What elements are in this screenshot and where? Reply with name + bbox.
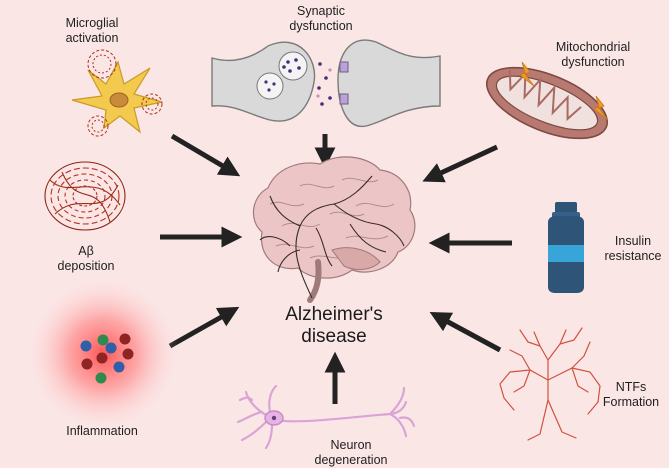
label-abeta-deposition: Aβ deposition [46, 244, 126, 274]
arrow-microglial [170, 133, 241, 177]
label-line: Formation [602, 395, 660, 409]
label-line: Mitochondrial [555, 40, 631, 54]
label-line: activation [65, 31, 119, 45]
label-line: resistance [604, 249, 662, 263]
arrow-ntfs [429, 312, 502, 353]
label-line: Inflammation [66, 424, 138, 438]
neurofibrillary-tangle-icon [499, 327, 601, 441]
arrow-mitochondrial [422, 144, 499, 183]
label-line: NTFs [615, 380, 647, 394]
label-synaptic-dysfunction: Synaptic dysfunction [276, 4, 366, 34]
label-line: Insulin [614, 234, 652, 248]
label-line: Aβ [78, 244, 94, 258]
mitochondrion-icon [485, 61, 609, 140]
label-line: dysfunction [289, 19, 353, 33]
disease-title-line: disease [301, 326, 367, 347]
neuron-icon [236, 384, 416, 450]
label-line: dysfunction [561, 55, 625, 69]
insulin-vial-icon [548, 202, 584, 293]
label-neuron-degeneration: Neuron degeneration [306, 438, 396, 468]
synapse-icon [211, 39, 441, 127]
label-line: Microglial [65, 16, 119, 30]
brain-icon [252, 156, 416, 303]
amyloid-plaque-icon [44, 161, 126, 231]
label-insulin-resistance: Insulin resistance [598, 234, 668, 264]
label-microglial-activation: Microglial activation [52, 16, 132, 46]
label-inflammation: Inflammation [52, 424, 152, 439]
label-line: degeneration [314, 453, 388, 467]
label-line: Synaptic [297, 4, 345, 18]
arrow-inflammation [168, 306, 240, 349]
label-mitochondrial-dysfunction: Mitochondrial dysfunction [546, 40, 640, 70]
label-ntfs-formation: NTFs Formation [596, 380, 666, 410]
microglia-cell-icon [71, 49, 163, 137]
disease-title-line: Alzheimer's [285, 304, 383, 325]
label-line: Neuron [330, 438, 372, 452]
inflammation-icon [27, 278, 179, 430]
label-line: deposition [57, 259, 115, 273]
arrows [160, 133, 512, 404]
disease-title: Alzheimer's disease [266, 304, 402, 348]
